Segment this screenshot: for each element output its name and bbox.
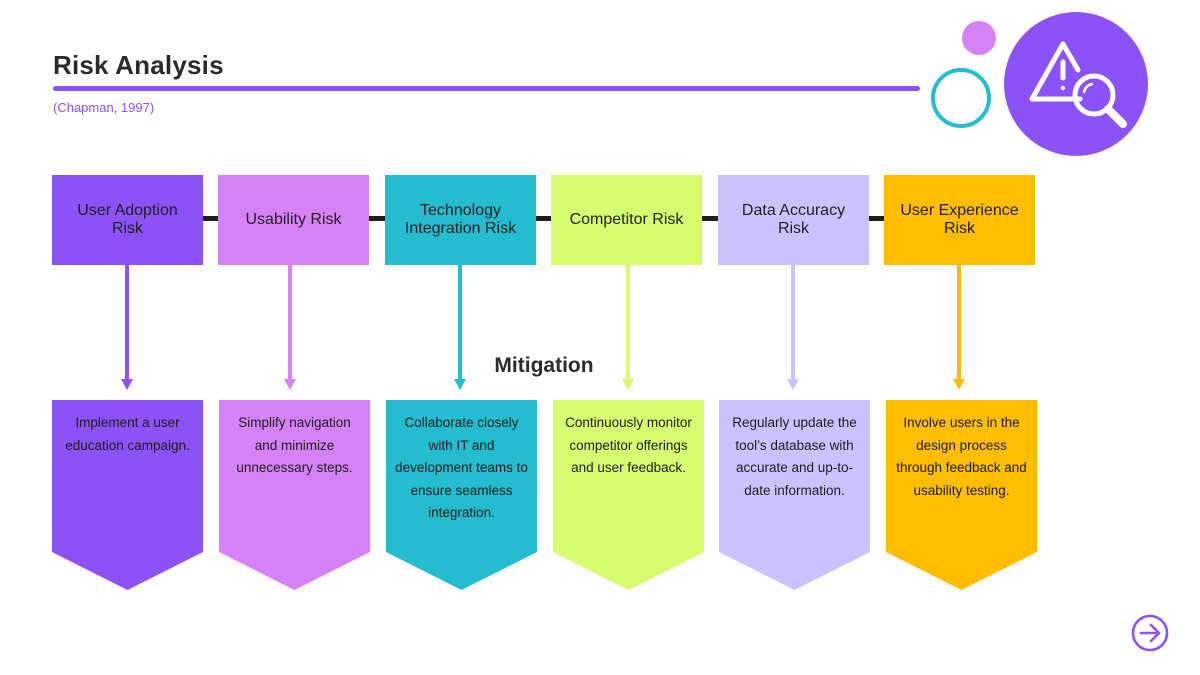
teal-ring (931, 68, 991, 128)
down-arrow-icon (949, 265, 969, 391)
mitigation-box (886, 400, 1037, 590)
risk-box: Data Accuracy Risk (718, 175, 869, 265)
page-title: Risk Analysis (53, 50, 224, 80)
risk-box: User Experience Risk (884, 175, 1035, 265)
mitigation-text: Involve users in the design process thro… (896, 415, 1027, 498)
title-underline (53, 86, 920, 91)
warning-magnifier-icon (1029, 41, 1127, 128)
next-slide-button[interactable] (1131, 614, 1169, 652)
mitigation-text: Implement a user education campaign. (65, 415, 190, 453)
risk-label: Technology Integration Risk (404, 202, 517, 237)
risk-label: Data Accuracy Risk (741, 202, 846, 237)
mitigation-box (52, 400, 203, 590)
down-arrow-icon (450, 265, 470, 391)
risk-box: Competitor Risk (551, 175, 702, 265)
mitigation-text: Simplify navigation and minimize unneces… (236, 415, 353, 475)
risk-label: User Adoption Risk (77, 202, 178, 237)
mitigation-text: Collaborate closely with IT and developm… (395, 415, 528, 520)
down-arrow-icon (280, 265, 300, 391)
risk-label: Competitor Risk (569, 211, 684, 228)
mitigation-box (719, 400, 870, 590)
risk-box: Technology Integration Risk (385, 175, 536, 265)
mitigation-text: Continuously monitor competitor offering… (565, 415, 692, 475)
arrow-right-circle-icon (1131, 614, 1169, 652)
citation: (Chapman, 1997) (53, 100, 155, 115)
down-arrow-icon (117, 265, 137, 391)
risk-box: Usability Risk (218, 175, 369, 265)
mitigation-box (386, 400, 537, 590)
risk-connector-line (127, 216, 960, 221)
down-arrow-icon (618, 265, 638, 391)
mitigation-heading: Mitigation (494, 354, 594, 377)
risk-box: User Adoption Risk (52, 175, 203, 265)
down-arrow-icon (783, 265, 803, 391)
risk-label: User Experience Risk (900, 202, 1019, 237)
risk-label: Usability Risk (245, 211, 342, 228)
pink-dot (962, 21, 996, 55)
mitigation-box (219, 400, 370, 590)
header-decoration (931, 12, 1148, 156)
mitigation-box (553, 400, 704, 590)
mitigation-text: Regularly update the tool’s database wit… (732, 415, 857, 498)
